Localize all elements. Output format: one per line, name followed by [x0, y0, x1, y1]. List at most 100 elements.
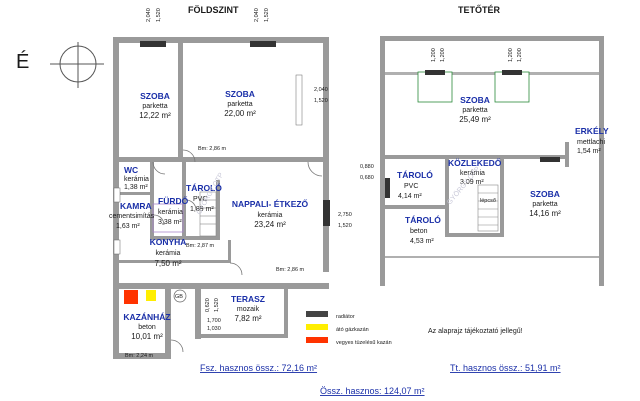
- room-tarolo2: TÁROLÓ PVC 4,14 m²: [397, 169, 433, 200]
- svg-text:parketta: parketta: [227, 101, 252, 108]
- attic-dimensions: 1,200 1,200 1,200 1,200: [431, 48, 523, 62]
- legend-mixed: vegyes tüzelésű kazán: [336, 340, 392, 346]
- svg-text:14,16 m²: 14,16 m²: [529, 209, 561, 218]
- svg-text:TÁROLÓ: TÁROLÓ: [405, 214, 441, 225]
- svg-text:parketta: parketta: [462, 107, 487, 114]
- ground-total: Fsz. hasznos össz.: 72,16 m²: [200, 363, 317, 373]
- svg-text:23,24 m²: 23,24 m²: [254, 220, 286, 229]
- boiler-mixed-icon: [124, 290, 138, 304]
- north-label: É: [16, 50, 29, 73]
- attic-walls: [380, 36, 604, 286]
- svg-text:PVC: PVC: [193, 196, 207, 203]
- svg-text:Bm: 2,87 m: Bm: 2,87 m: [186, 243, 215, 249]
- svg-text:4,14 m²: 4,14 m²: [398, 193, 422, 200]
- svg-text:lépcső: lépcső: [480, 198, 496, 204]
- legend-radiator: radiátor: [336, 314, 355, 320]
- svg-text:mozaik: mozaik: [237, 306, 260, 313]
- room-szoba4: SZOBA parketta 14,16 m²: [529, 189, 561, 218]
- svg-text:kerámia: kerámia: [156, 250, 181, 257]
- room-wc: WC kerámia 1,38 m²: [124, 165, 149, 191]
- svg-text:kerámia: kerámia: [124, 176, 149, 183]
- door-arcs-ground: [152, 149, 323, 353]
- svg-text:WC: WC: [124, 165, 138, 175]
- room-szoba3: SZOBA parketta 25,49 m²: [459, 95, 491, 124]
- gas-meter-icon: [173, 289, 187, 303]
- svg-text:TÁROLÓ: TÁROLÓ: [397, 169, 433, 180]
- radiator-szoba1: [140, 41, 166, 47]
- svg-text:Bm: 2,86 m: Bm: 2,86 m: [276, 267, 305, 273]
- bathtub-icon: [152, 203, 184, 233]
- svg-text:ERKÉLY: ERKÉLY: [575, 126, 609, 136]
- north-arrow-icon: [50, 42, 104, 88]
- svg-text:Bm: 2,24 m: Bm: 2,24 m: [125, 353, 154, 359]
- attic-title: TETŐTÉR: [458, 4, 500, 15]
- svg-text:25,49 m²: 25,49 m²: [459, 115, 491, 124]
- room-szoba2: SZOBA parketta 22,00 m² Bm: 2,86 m: [198, 89, 256, 152]
- svg-text:Bm: 2,86 m: Bm: 2,86 m: [198, 146, 227, 152]
- ground-dimensions: 2,040 1,520 2,040 1,520 2,040 1,520 0,88…: [146, 8, 374, 332]
- svg-text:1,520: 1,520: [214, 298, 220, 312]
- svg-text:2,040: 2,040: [254, 8, 260, 22]
- window-konyha: [113, 239, 121, 255]
- window-szoba2: [295, 74, 303, 126]
- legend-mixed-swatch: [306, 337, 328, 343]
- stairs-attic: [477, 184, 499, 232]
- svg-text:TERASZ: TERASZ: [231, 294, 265, 304]
- room-terasz: TERASZ mozaik 7,82 m²: [231, 294, 265, 323]
- room-furdo: FÜRDŐ kerámia 3,38 m²: [158, 195, 189, 226]
- svg-text:parketta: parketta: [532, 201, 557, 208]
- room-kozlekedo: KÖZLEKEDŐ kerámia 3,09 m² lépcső: [448, 157, 502, 204]
- svg-text:mettlachi: mettlachi: [577, 139, 605, 146]
- room-kazanhaz: GB KAZÁNHÁZ beton 10,01 m² Bm: 2,24 m: [123, 289, 187, 359]
- svg-text:22,00 m²: 22,00 m²: [224, 109, 256, 118]
- room-erkely: ERKÉLY mettlachi 1,54 m²: [575, 126, 609, 155]
- svg-text:1,700: 1,700: [207, 318, 221, 324]
- svg-text:KAMRA: KAMRA: [120, 201, 152, 211]
- svg-text:12,22 m²: 12,22 m²: [139, 111, 171, 120]
- svg-text:2,040: 2,040: [146, 8, 152, 22]
- svg-text:GB: GB: [175, 294, 183, 300]
- svg-text:NAPPALI- ÉTKEZŐ: NAPPALI- ÉTKEZŐ: [232, 198, 309, 209]
- svg-text:KONYHA: KONYHA: [150, 237, 187, 247]
- legend-gas-swatch: [306, 324, 328, 330]
- grand-total: Össz. hasznos: 124,07 m²: [320, 386, 425, 396]
- svg-text:1,200: 1,200: [517, 48, 523, 62]
- svg-text:3,09 m²: 3,09 m²: [460, 179, 484, 186]
- svg-text:1,030: 1,030: [207, 326, 221, 332]
- svg-text:KAZÁNHÁZ: KAZÁNHÁZ: [123, 312, 170, 322]
- svg-text:1,54 m²: 1,54 m²: [577, 148, 601, 155]
- svg-text:1,89 m²: 1,89 m²: [190, 206, 214, 213]
- svg-text:10,01 m²: 10,01 m²: [131, 332, 163, 341]
- svg-text:1,200: 1,200: [431, 48, 437, 62]
- svg-text:0,620: 0,620: [205, 298, 211, 312]
- svg-text:1,200: 1,200: [440, 48, 446, 62]
- svg-text:beton: beton: [410, 228, 428, 235]
- svg-text:KÖZLEKEDŐ: KÖZLEKEDŐ: [448, 157, 502, 168]
- svg-text:PVC: PVC: [404, 183, 418, 190]
- svg-text:1,38 m²: 1,38 m²: [124, 184, 148, 191]
- svg-text:SZOBA: SZOBA: [225, 89, 255, 99]
- svg-text:0,880: 0,880: [360, 164, 374, 170]
- svg-text:beton: beton: [138, 324, 156, 331]
- svg-text:FÜRDŐ: FÜRDŐ: [158, 195, 189, 206]
- svg-text:cementsimítás: cementsimítás: [109, 213, 155, 220]
- ground-floor-title: FÖLDSZINT: [188, 5, 239, 15]
- legend-radiator-swatch: [306, 311, 328, 317]
- svg-text:7,82 m²: 7,82 m²: [234, 314, 261, 323]
- legend: radiátor átó gázkazán vegyes tüzelésű ka…: [306, 311, 392, 346]
- disclaimer: Az alaprajz tájékoztató jellegű!: [428, 328, 523, 335]
- svg-text:3,38 m²: 3,38 m²: [158, 219, 182, 226]
- radiator-nappali: [323, 200, 330, 226]
- svg-text:1,520: 1,520: [314, 98, 328, 104]
- svg-text:TÁROLÓ: TÁROLÓ: [186, 182, 222, 193]
- svg-text:1,520: 1,520: [338, 223, 352, 229]
- svg-text:1,63 m²: 1,63 m²: [116, 223, 140, 230]
- svg-text:1,200: 1,200: [508, 48, 514, 62]
- svg-text:kerámia: kerámia: [460, 170, 485, 177]
- svg-text:4,53 m²: 4,53 m²: [410, 238, 434, 245]
- svg-text:kerámia: kerámia: [258, 212, 283, 219]
- svg-text:7,50 m²: 7,50 m²: [154, 259, 181, 268]
- stairs-ground: [199, 191, 217, 237]
- svg-text:2,750: 2,750: [338, 212, 352, 218]
